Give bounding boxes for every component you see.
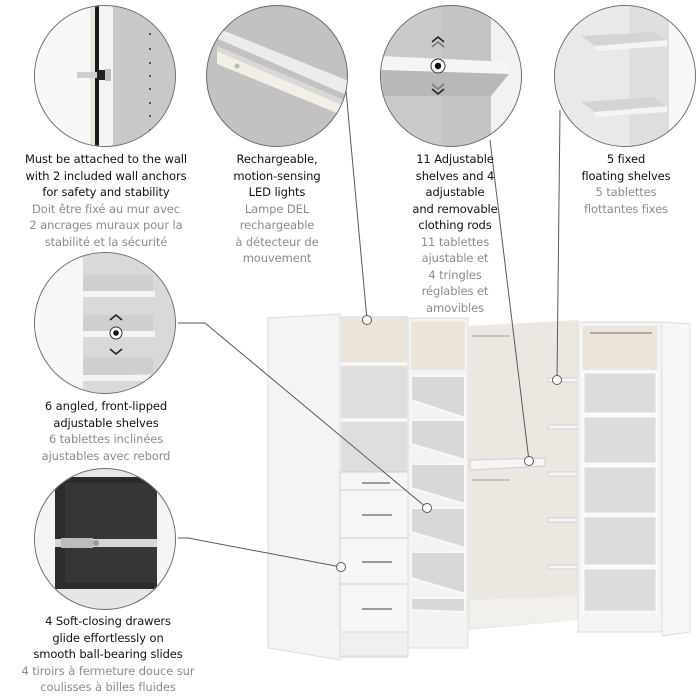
lit-compartment [342, 318, 406, 364]
adjustable-shelf-icon [381, 6, 521, 146]
floating-shelf-detail [554, 5, 696, 147]
caption-french: Doit être fixé au mur avec 2 ancrages mu… [29, 201, 183, 249]
angled-shelf-icon [35, 253, 175, 393]
drawer-slide-icon [35, 469, 175, 609]
caption-french: 6 tablettes inclinées ajustables avec re… [41, 432, 171, 463]
caption-english: Must be attached to the wall with 2 incl… [25, 152, 187, 199]
caption-french: 5 tablettes flottantes fixes [583, 185, 669, 216]
wall-anchor-icon [35, 6, 175, 146]
led-light-detail [206, 5, 348, 147]
feature-caption-led-lights: Rechargeable, motion-sensing LED lights … [202, 151, 352, 267]
feature-caption-drawers: 4 Soft-closing drawers glide effortlessl… [0, 613, 216, 696]
caption-english: 4 Soft-closing drawers glide effortlessl… [33, 614, 183, 661]
caption-english: 6 angled, front-lipped adjustable shelve… [44, 399, 168, 430]
caption-english: Rechargeable, motion-sensing LED lights [233, 152, 321, 199]
drawer-slide-detail [34, 468, 176, 610]
caption-french: 11 tablettes ajustable et 4 tringles rég… [420, 234, 490, 315]
caption-english: 11 Adjustable shelves and 4 adjustable a… [412, 152, 498, 232]
floating-shelf-icon [555, 6, 695, 146]
caption-english: 5 fixed floating shelves [581, 152, 671, 183]
feature-caption-wall-anchor: Must be attached to the wall with 2 incl… [0, 151, 212, 250]
wall-anchor-detail [34, 5, 176, 147]
angled-shelf-detail [34, 252, 176, 394]
feature-caption-adjustable-shelves: 11 Adjustable shelves and 4 adjustable a… [380, 151, 530, 316]
caption-french: 4 tiroirs à fermeture douce sur coulisse… [21, 663, 195, 695]
feature-caption-floating-shelves: 5 fixed floating shelves 5 tablettes flo… [556, 151, 696, 217]
feature-caption-angled-shelves: 6 angled, front-lipped adjustable shelve… [0, 398, 212, 464]
adjustable-shelf-detail [380, 5, 522, 147]
caption-french: Lampe DEL rechargeable à détecteur de mo… [235, 201, 319, 266]
led-light-icon [207, 24, 347, 118]
